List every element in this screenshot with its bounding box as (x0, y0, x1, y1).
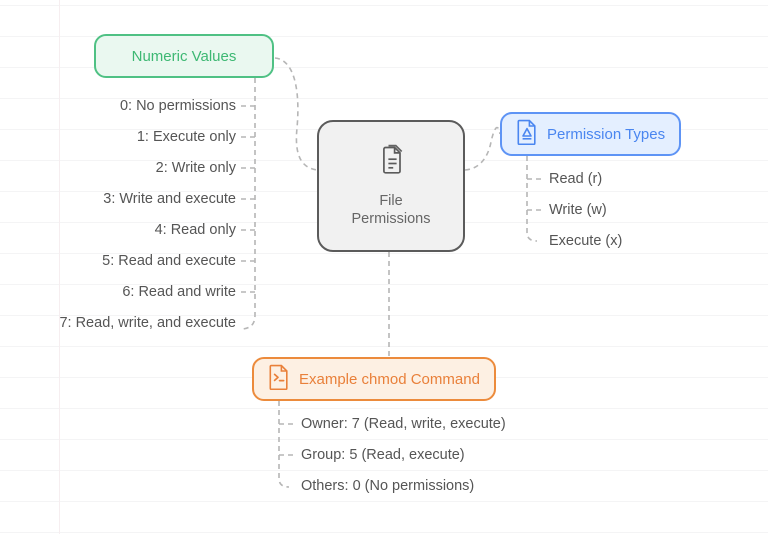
grid-line-horizontal (0, 439, 768, 440)
grid-line-horizontal (0, 408, 768, 409)
leaf-chmod-2: Others: 0 (No permissions) (301, 478, 475, 494)
leaf-chmod-0: Owner: 7 (Read, write, execute) (301, 416, 506, 432)
edge-root-to-numeric-values (274, 57, 318, 171)
leaf-permission-2: Execute (x) (549, 233, 623, 249)
leaf-numeric-6: 6: Read and write (122, 284, 236, 300)
grid-line-horizontal (0, 346, 768, 347)
grid-line-horizontal (0, 284, 768, 285)
root-label-line1: File (379, 193, 403, 209)
grid-line-horizontal (0, 315, 768, 316)
grid-line-horizontal (0, 253, 768, 254)
leaf-numeric-1: 1: Execute only (136, 129, 236, 145)
grid-line-horizontal (0, 532, 768, 533)
grid-line-horizontal (0, 501, 768, 502)
terminal-file-icon (268, 364, 290, 395)
root-label-line2: Permissions (351, 211, 431, 227)
grid-line-horizontal (0, 5, 768, 6)
branch-label-numeric-values: Numeric Values (131, 47, 237, 65)
edge-root-to-permission-types (464, 126, 501, 171)
grid-line-horizontal (0, 470, 768, 471)
leaf-numeric-5: 5: Read and execute (102, 253, 236, 269)
grid-line-vertical (59, 0, 60, 534)
leaf-numeric-4: 4: Read only (154, 222, 236, 238)
branch-node-example-chmod-command[interactable]: Example chmod Command (252, 357, 496, 401)
leaf-permission-0: Read (r) (549, 171, 603, 187)
branch-label-permission-types: Permission Types (547, 125, 666, 143)
file-lock-icon (516, 119, 538, 150)
edge-numeric-trunk (242, 78, 256, 330)
grid-line-horizontal (0, 36, 768, 37)
edge-chmod-trunk (278, 401, 290, 488)
leaf-numeric-3: 3: Write and execute (103, 191, 236, 207)
branch-node-permission-types[interactable]: Permission Types (500, 112, 682, 156)
leaf-numeric-0: 0: No permissions (119, 98, 236, 114)
document-icon (376, 144, 406, 183)
leaf-permission-1: Write (w) (549, 202, 607, 218)
grid-line-horizontal (0, 98, 768, 99)
root-node-label: File Permissions (352, 192, 431, 228)
root-node-file-permissions[interactable]: File Permissions (317, 120, 465, 252)
leaf-numeric-7: 7: Read, write, and execute (59, 315, 236, 331)
edge-permission-trunk (526, 156, 538, 242)
leaf-chmod-1: Group: 5 (Read, execute) (301, 447, 465, 463)
branch-label-example-chmod-command: Example chmod Command (299, 370, 480, 388)
branch-node-numeric-values[interactable]: Numeric Values (94, 34, 274, 78)
leaf-numeric-2: 2: Write only (155, 160, 236, 176)
grid-line-horizontal (0, 67, 768, 68)
